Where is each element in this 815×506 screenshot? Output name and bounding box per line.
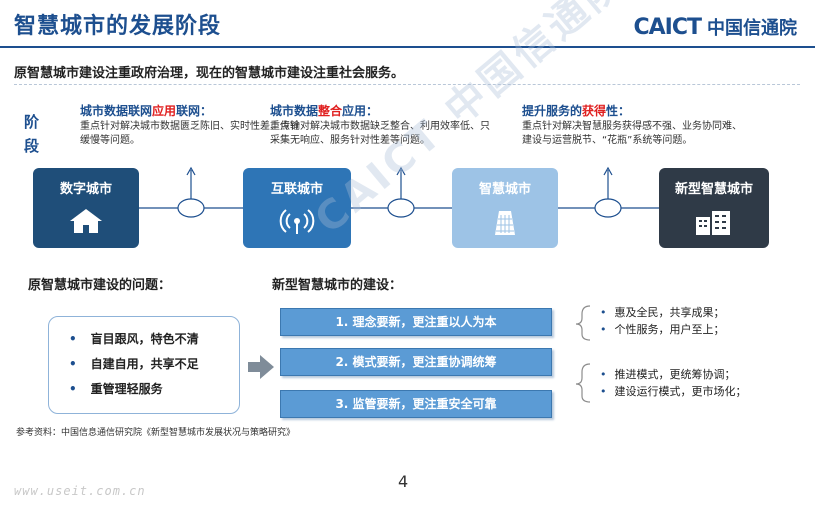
construction-title: 新型智慧城市的建设：: [272, 278, 403, 293]
list-item: 自建自用，共享不足: [69, 352, 239, 377]
subtitle: 原智慧城市建设注重政府治理，现在的智慧城市建设注重社会服务。: [14, 66, 405, 81]
phase-title: 提升服务的获得性：: [522, 104, 631, 118]
subtitle-divider: [14, 84, 800, 85]
phase-desc: 重点针对解决城市数据缺乏整合、利用效率低、只采集无响应、服务针对性差等问题。: [270, 121, 490, 146]
stage-connectors: [139, 166, 659, 218]
site-watermark: www.useit.com.cn: [14, 484, 146, 498]
building-icon: [495, 211, 515, 235]
list-item: 惠及全民，共享成果；: [600, 304, 725, 321]
phase-description-3: 提升服务的获得性： 重点针对解决智慧服务获得感不强、业务协同难、建设与运营脱节、…: [522, 104, 750, 148]
phase-description-1: 城市数据联网应用联网： 重点针对解决城市数据匮乏陈旧、实时性差、传输缓慢等问题。: [80, 104, 308, 148]
construction-item-2: 2. 模式要新，更注重协调统筹: [280, 348, 552, 376]
city-icon: [696, 211, 730, 235]
title-divider: [0, 46, 815, 48]
stage-connected-city: 互联城市: [243, 168, 351, 248]
phase-title: 城市数据联网应用联网：: [80, 104, 213, 118]
list-item: 个性服务，用户至上；: [600, 321, 725, 338]
list-item: 推进模式，更统筹协调；: [600, 366, 747, 383]
page-title: 智慧城市的发展阶段: [14, 14, 222, 39]
stage-new-smart-city: 新型智慧城市: [659, 168, 769, 248]
phase-description-2: 城市数据整合应用： 重点针对解决城市数据缺乏整合、利用效率低、只采集无响应、服务…: [270, 104, 498, 148]
list-item: 重管理轻服务: [69, 377, 239, 402]
notes-list-1: 惠及全民，共享成果； 个性服务，用户至上；: [600, 304, 725, 338]
page-number: 4: [398, 472, 409, 491]
construction-item-1: 1. 理念要新，更注重以人为本: [280, 308, 552, 336]
list-item: 盲目跟风，特色不清: [69, 327, 239, 352]
construction-item-3: 3. 监管要新，更注重安全可靠: [280, 390, 552, 418]
stage-smart-city: 智慧城市: [452, 168, 558, 248]
reference-note: 参考资料：中国信息通信研究院《新型智慧城市发展状况与策略研究》: [16, 428, 296, 438]
logo: CAICT 中国信通院: [633, 14, 797, 40]
list-item: 建设运行模式，更市场化；: [600, 383, 747, 400]
stage-digital-city: 数字城市: [33, 168, 139, 248]
logo-text: 中国信通院: [707, 18, 797, 39]
problems-list: 盲目跟风，特色不清 自建自用，共享不足 重管理轻服务: [48, 316, 240, 414]
phase-title: 城市数据整合应用：: [270, 104, 379, 118]
house-icon: [70, 209, 102, 233]
logo-mark: CAICT: [633, 14, 702, 40]
phase-desc: 重点针对解决智慧服务获得感不强、业务协同难、建设与运营脱节、“花瓶”系统等问题。: [522, 121, 742, 146]
notes-list-2: 推进模式，更统筹协调； 建设运行模式，更市场化；: [600, 366, 747, 400]
wireless-icon: [279, 209, 315, 234]
phase-desc: 重点针对解决城市数据匮乏陈旧、实时性差、传输缓慢等问题。: [80, 121, 300, 146]
arrow-right-icon: [248, 355, 274, 379]
problems-title: 原智慧城市建设的问题：: [28, 278, 172, 293]
stage-label: 阶段: [24, 113, 40, 155]
brace-icon: [575, 305, 591, 403]
